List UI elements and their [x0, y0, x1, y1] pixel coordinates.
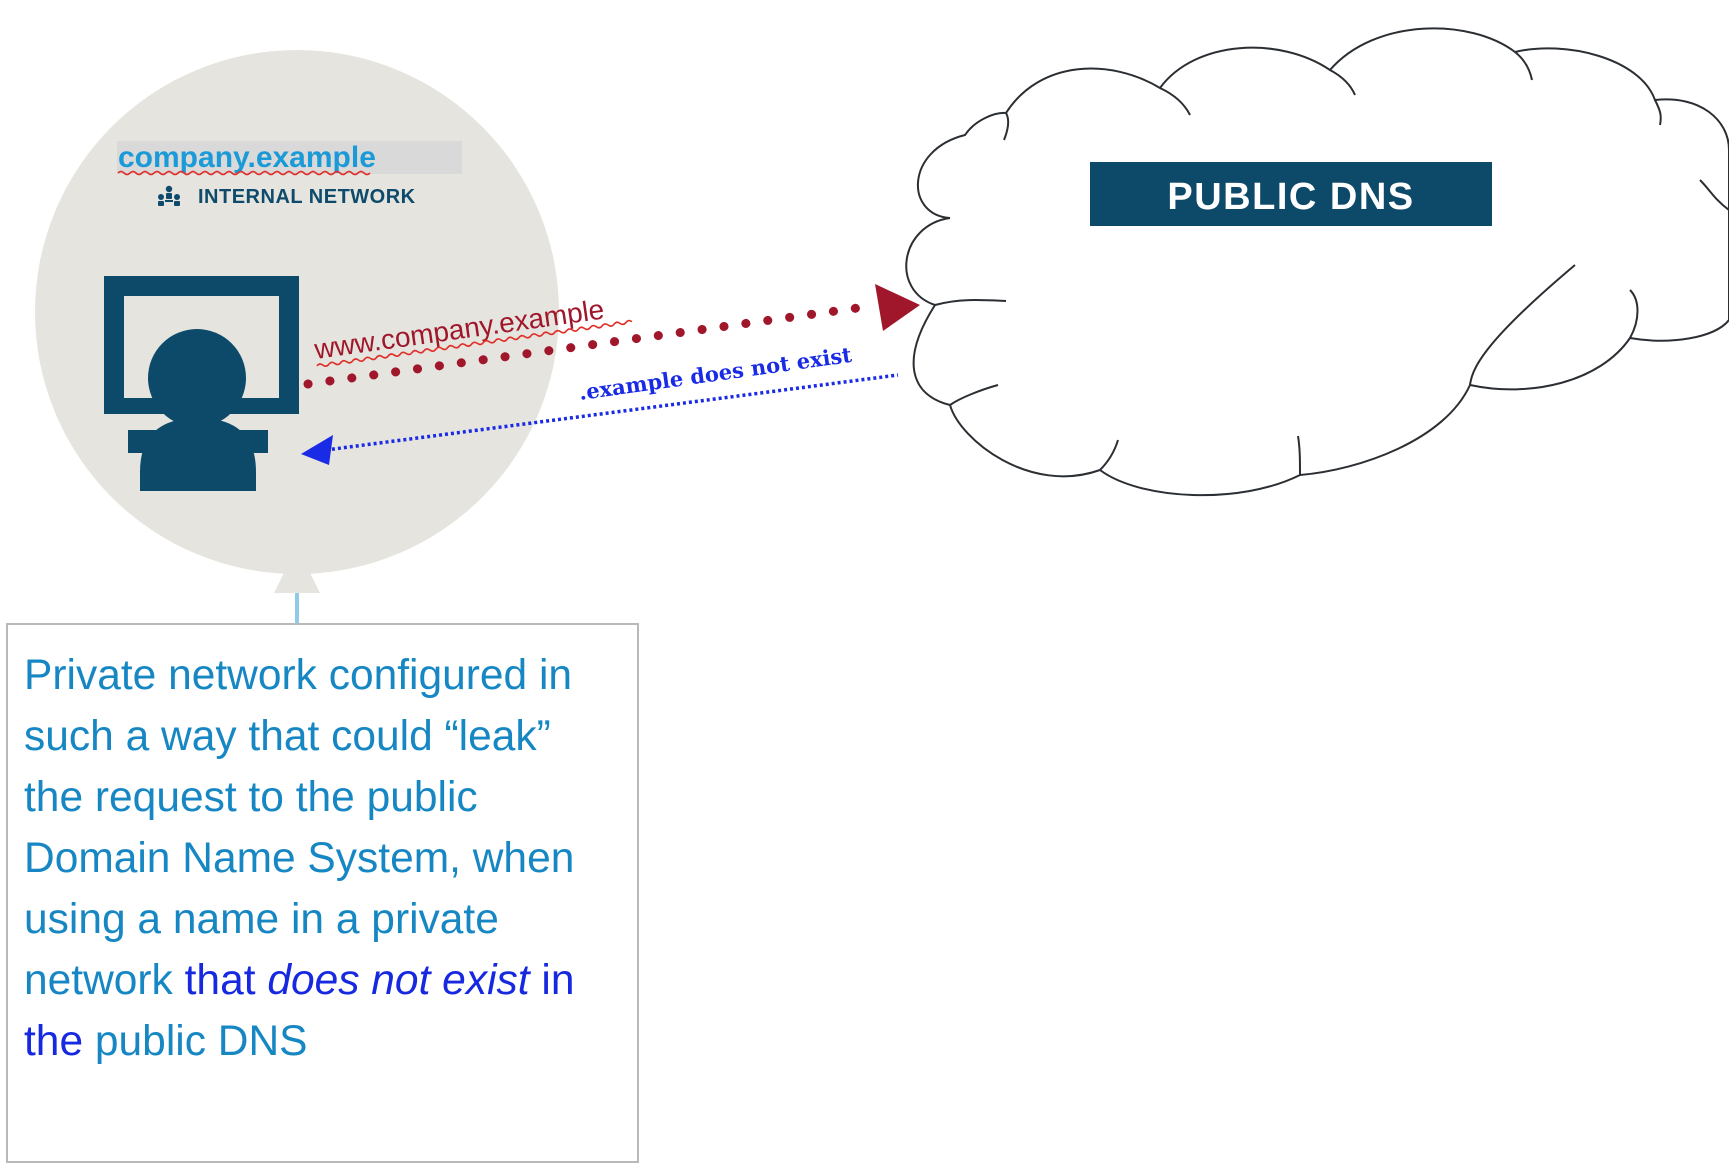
callout-pointer — [274, 547, 320, 626]
request-arrowhead — [875, 284, 920, 331]
people-network-icon — [158, 185, 180, 206]
user-at-computer-icon — [104, 276, 299, 491]
note-text-end: public DNS — [94, 1018, 308, 1065]
response-arrowhead — [301, 435, 333, 465]
note-emphasis-italic: does not exist — [267, 957, 530, 1004]
public-dns-box — [1090, 162, 1492, 226]
cloud-outline — [905, 27, 1729, 497]
note-text: Private network configured in such a way… — [24, 652, 575, 1004]
public-dns-label: PUBLIC DNS — [1167, 176, 1414, 218]
explanation-note: Private network configured in such a way… — [6, 623, 639, 1163]
note-emphasis: that does not exist in the — [24, 957, 575, 1065]
domain-spellcheck-underline — [117, 170, 371, 176]
response-label: .example does not exist — [577, 342, 853, 405]
domain-highlight — [117, 141, 462, 174]
cloud-lobe-lines — [934, 51, 1729, 476]
network-domain: company.example — [118, 141, 376, 174]
request-spellcheck-underline — [316, 319, 633, 367]
response-dotted-line — [325, 373, 899, 452]
public-dns-cloud: PUBLIC DNS — [905, 27, 1729, 497]
internal-network: company.example INTERNAL NETWORK — [35, 50, 559, 574]
network-label: INTERNAL NETWORK — [198, 186, 416, 208]
request-dotted-line — [303, 301, 877, 389]
